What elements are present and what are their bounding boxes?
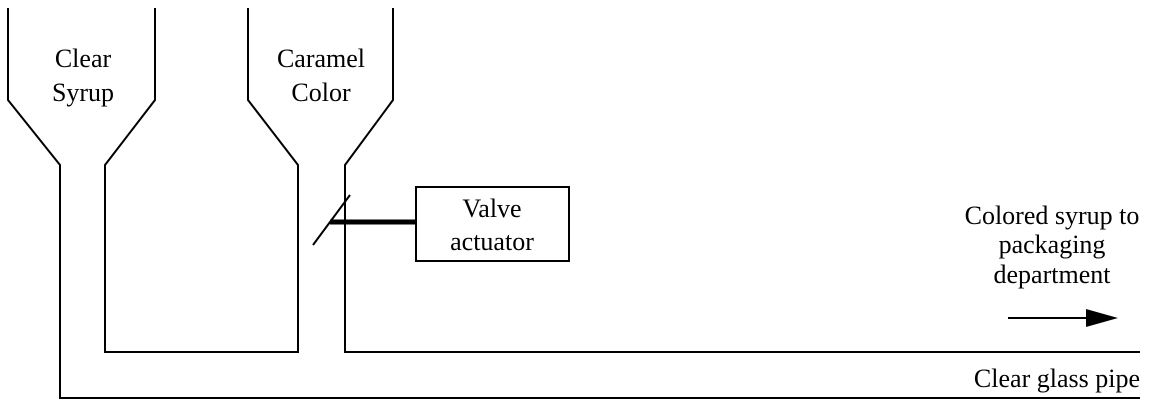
valve-actuator-box [415, 186, 570, 262]
flow-arrow-head [1086, 309, 1118, 327]
valve-actuator-label-line-2: actuator [450, 227, 534, 256]
output-label-line-1: Colored syrup to [965, 201, 1140, 230]
output-label-line-2: packaging [999, 230, 1106, 259]
pipe-label: Clear glass pipe [974, 364, 1140, 393]
clear-syrup-label-line-2: Syrup [52, 78, 114, 107]
valve-actuator-label-line-1: Valve [462, 194, 521, 223]
caramel-color-label-line-2: Color [291, 78, 351, 107]
clear-syrup-hopper-left-wall [7, 8, 1140, 399]
clear-syrup-label-line-1: Clear [55, 44, 112, 73]
caramel-hopper-right-wall [344, 8, 1140, 353]
clear-syrup-hopper-right-wall [104, 8, 299, 353]
output-label-line-3: department [994, 260, 1112, 289]
caramel-color-label-line-1: Caramel [277, 44, 365, 73]
